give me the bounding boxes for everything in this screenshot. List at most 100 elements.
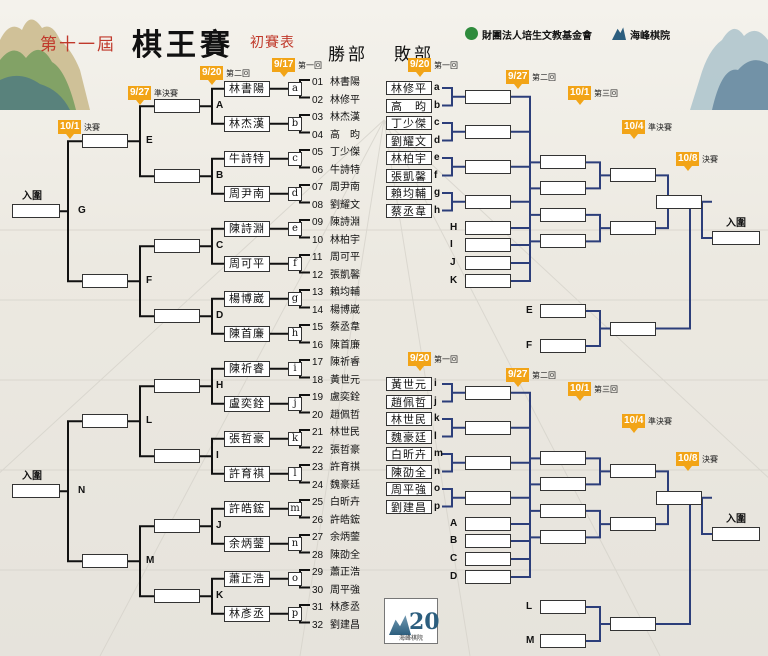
loser-round1-winner	[465, 420, 511, 435]
round1-winner-box: 楊博崴	[224, 290, 270, 307]
player-name: 魏豪廷	[330, 479, 360, 491]
round1-winner-box: 余炳蓥	[224, 535, 270, 552]
round-label: 決賽	[702, 155, 718, 164]
bracket-line	[511, 496, 531, 578]
round-label: 第一回	[434, 355, 458, 364]
seed-number: 11	[312, 252, 323, 263]
round3-box	[82, 274, 128, 289]
date-flag: 10/4	[622, 414, 646, 433]
match-letter: k	[288, 431, 302, 446]
round1-winner-box: 張哲豪	[224, 430, 270, 447]
round-label: 第二回	[532, 73, 556, 82]
loser-semi-box	[656, 194, 702, 209]
player-name: 周尹南	[330, 182, 360, 193]
match-letter: c	[288, 151, 302, 166]
sponsor-foundation: 財團法人培生文教基金會	[482, 31, 592, 42]
match-letter: h	[288, 326, 302, 341]
loser-round1-box: 林修平	[386, 81, 432, 95]
seed-number: 26	[312, 514, 324, 526]
logo-caption: 海峰棋院	[399, 635, 424, 642]
loser-round1-box: 丁少傑	[386, 116, 432, 130]
date-flag: 9/17	[272, 58, 296, 77]
mountain-art-right	[690, 28, 768, 111]
bracket-line	[586, 310, 601, 347]
loser-round1-box: 林柏宇	[386, 151, 432, 165]
round-label: 第三回	[594, 89, 618, 98]
seed-number: 07	[312, 182, 324, 193]
player-name: 陳劭全	[330, 549, 360, 561]
round-label: 第一回	[298, 61, 322, 70]
round1-winner-box: 周可平	[224, 255, 270, 272]
seed-number: 09	[312, 217, 324, 228]
dropin-box	[465, 517, 511, 531]
win-match-label: N	[78, 485, 86, 497]
loser-round1-box: 賴均輔	[386, 186, 432, 200]
loser-round2-box	[540, 530, 586, 545]
loser-round2-box	[540, 451, 586, 466]
dropin-box	[540, 600, 586, 614]
match-letter: b	[288, 116, 302, 131]
player-name: 林書陽	[330, 77, 360, 88]
player-name: 許皓鋐	[330, 514, 360, 526]
player-name: 林修平	[330, 94, 360, 106]
win-match-label: G	[78, 205, 86, 217]
match-letter: f	[288, 256, 302, 271]
round1-winner-box: 蕭正浩	[224, 570, 270, 587]
loser-round2-box	[540, 477, 586, 492]
bracket-line	[442, 488, 453, 508]
round3-box	[82, 414, 128, 429]
seed-number: 16	[312, 339, 324, 351]
qualified-label: 入圍	[22, 191, 42, 203]
loser-round1-box: 林世民	[386, 412, 432, 426]
qualified-label: 入圍	[726, 218, 746, 229]
seed-number: 06	[312, 164, 324, 176]
page-title: 棋王賽	[132, 28, 234, 63]
date-flag: 9/27	[506, 70, 530, 89]
round1-winner-box: 陳詩淵	[224, 220, 270, 237]
seed-number: 22	[312, 444, 324, 456]
loser-round1-box: 蔡丞韋	[386, 203, 432, 218]
date-flag: 10/8	[676, 152, 700, 171]
dropin-box	[465, 256, 511, 270]
win-match-label: A	[216, 100, 224, 112]
dropin-label: E	[526, 305, 533, 316]
dropin-label: F	[526, 340, 533, 351]
dropin-label: M	[526, 635, 535, 646]
match-letter: e	[434, 152, 440, 163]
loser-round1-box: 張凱馨	[386, 168, 432, 183]
bracket-line	[442, 418, 453, 438]
round2-box	[154, 309, 200, 324]
dropin-label: H	[450, 222, 458, 233]
round1-winner-box: 許皓鋐	[224, 500, 270, 517]
dropin-label: D	[450, 571, 458, 582]
round-label: 第二回	[226, 69, 250, 78]
match-letter: d	[434, 134, 441, 146]
player-entry: 26 許皓鋐	[312, 511, 360, 526]
match-letter: l	[434, 430, 437, 442]
bracket-line	[442, 383, 453, 403]
match-letter: o	[288, 571, 302, 586]
match-letter: o	[434, 483, 441, 494]
player-name: 陳祈睿	[330, 357, 360, 368]
loser-round1-winner	[465, 385, 511, 400]
round2-box	[154, 519, 200, 534]
title-suffix: 初賽表	[250, 35, 295, 51]
win-match-label: M	[146, 555, 155, 567]
player-name: 劉建昌	[330, 619, 360, 631]
round2-box	[154, 169, 200, 184]
player-name: 黃世元	[330, 374, 360, 386]
round1-winner-box: 許育祺	[224, 465, 270, 482]
bracket-line	[701, 201, 712, 239]
